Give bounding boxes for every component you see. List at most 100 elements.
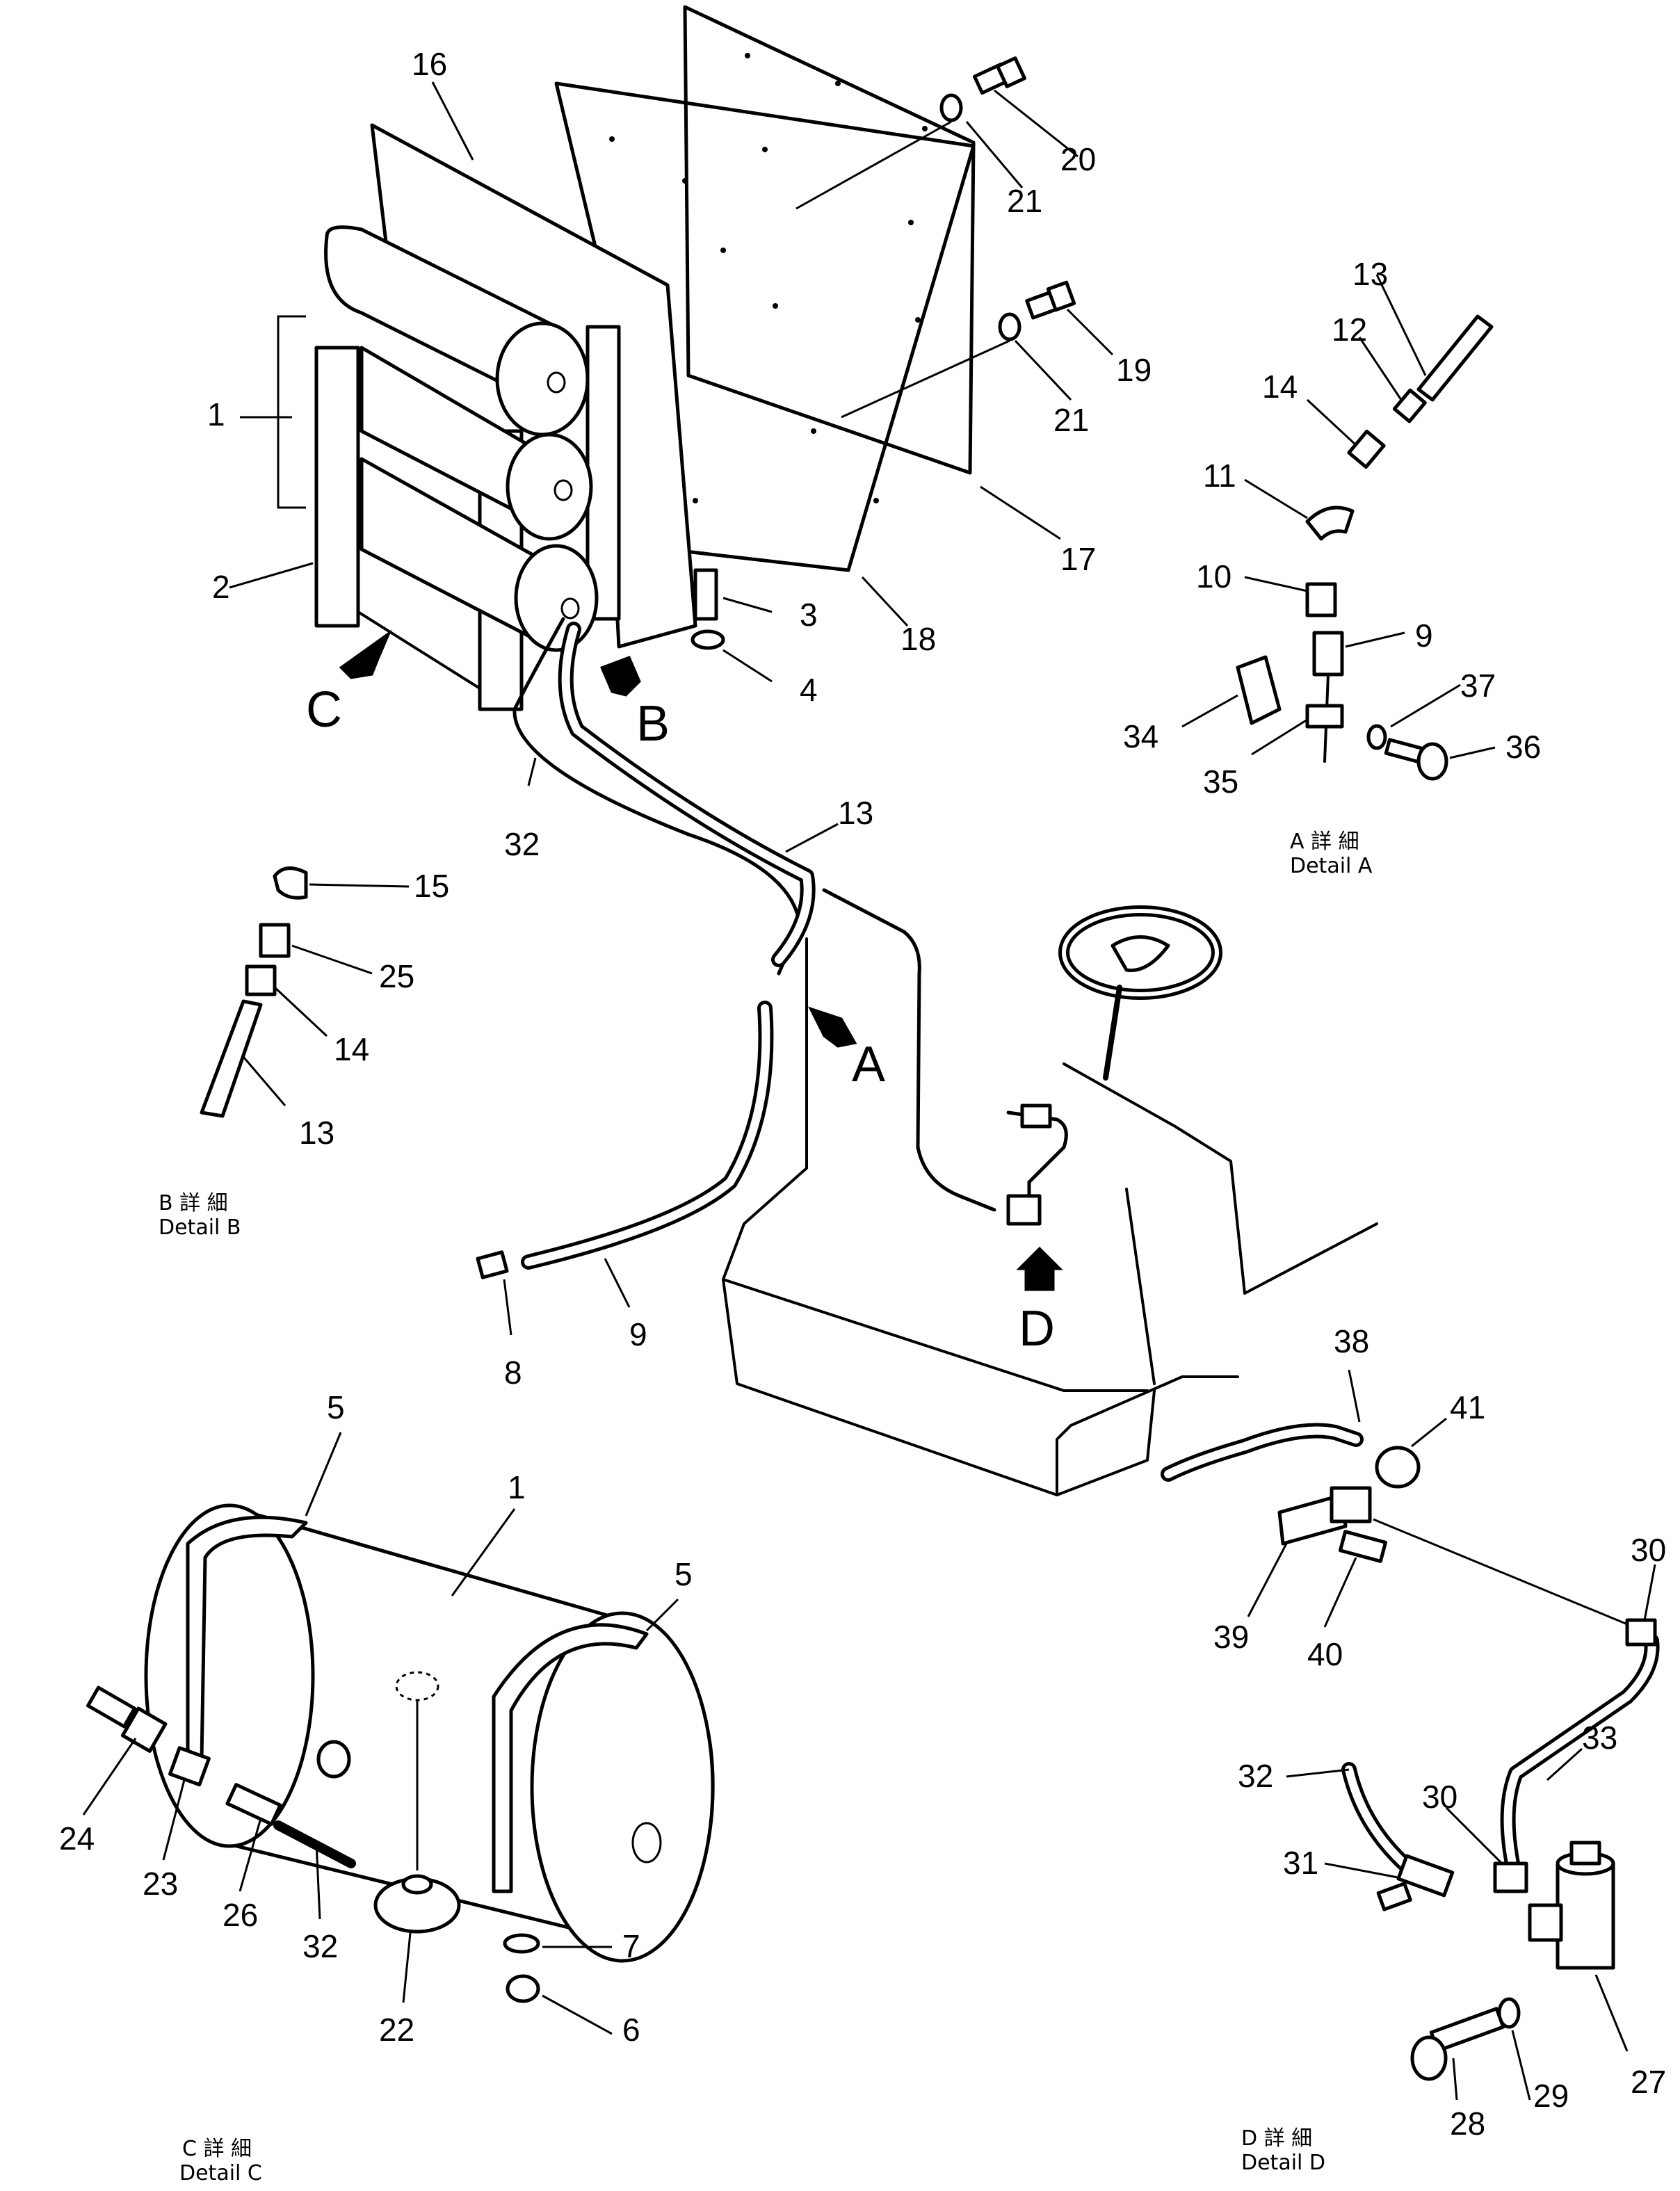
detail-b-parts	[200, 866, 308, 1118]
nut-6	[506, 1974, 540, 2003]
callout-d-28: 28	[1450, 2105, 1485, 2142]
elbow-15	[273, 866, 308, 900]
callout-20: 20	[1060, 141, 1096, 177]
bracket-34	[1236, 655, 1282, 725]
callout-d-39: 39	[1213, 1619, 1249, 1655]
fitting-25	[259, 923, 291, 958]
washer-21-mid	[998, 312, 1021, 341]
callouts-main: 16 20 21 19 21 1 2 3 4 18 17 32 13 9 8	[207, 46, 1152, 1391]
view-arrow-c	[339, 629, 392, 679]
caption-detail-d: D 詳 細 Detail D	[1241, 2126, 1325, 2175]
elbow-30-low	[1493, 1861, 1528, 1893]
washer-37	[1366, 724, 1387, 750]
cab-floor	[722, 937, 1378, 1496]
callout-9: 9	[629, 1316, 647, 1352]
callout-a-14: 14	[1262, 369, 1298, 405]
caption-detail-a: A 詳 細 Detail A	[1290, 830, 1373, 878]
svg-text:C 詳 細: C 詳 細	[182, 2137, 252, 2161]
bolt-3	[693, 568, 718, 621]
callout-a-35: 35	[1203, 763, 1238, 800]
tee-31	[1376, 1854, 1455, 1911]
hose-32	[512, 617, 802, 976]
callout-a-11: 11	[1203, 458, 1236, 494]
callout-c-1: 1	[508, 1469, 526, 1505]
callout-21: 21	[1007, 183, 1042, 219]
bolt-20	[972, 56, 1026, 95]
callout-b-14: 14	[334, 1031, 369, 1067]
bracket-39	[1277, 1486, 1372, 1546]
callout-c-5b: 5	[675, 1556, 693, 1592]
adapter-10	[1305, 582, 1337, 617]
view-arrow-b	[600, 656, 641, 697]
bolt-40	[1338, 1530, 1388, 1563]
bolt-19	[1025, 280, 1076, 320]
svg-text:D 詳 細: D 詳 細	[1241, 2126, 1312, 2151]
callout-d-33: 33	[1582, 1720, 1617, 1756]
fitting-14-a	[1347, 429, 1386, 469]
view-letter-c: C	[306, 682, 342, 738]
callouts-detail-d: 38 41 39 40 30 30 33 32 31 27 28 29	[1213, 1323, 1666, 2142]
callout-c-5a: 5	[327, 1389, 345, 1425]
nut-41	[1375, 1446, 1421, 1489]
cover-plate-17	[683, 5, 976, 475]
callout-8: 8	[504, 1355, 522, 1391]
band-5-left	[186, 1515, 308, 1761]
view-letter-d: D	[1019, 1301, 1055, 1357]
callout-c-32: 32	[302, 1928, 338, 1964]
callout-a-34: 34	[1123, 718, 1158, 754]
callout-a-37: 37	[1460, 668, 1496, 704]
callouts-detail-a: 13 12 14 11 10 9 37 34 35 36	[1123, 256, 1541, 800]
callout-d-27: 27	[1631, 2064, 1666, 2100]
callout-d-32: 32	[1238, 1758, 1273, 1794]
leader-lines	[82, 81, 1656, 2101]
fitting-9-a	[1312, 631, 1344, 677]
drain-valve-22	[373, 1671, 461, 1934]
air-tanks-1	[324, 225, 599, 652]
fitting-26	[225, 1783, 356, 1868]
tube-13-a	[1416, 314, 1494, 402]
callout-a-10: 10	[1196, 558, 1231, 595]
callout-b-15: 15	[414, 868, 449, 904]
nut-12	[1392, 388, 1427, 423]
callout-d-41: 41	[1450, 1389, 1485, 1425]
view-arrow-d	[1016, 1246, 1063, 1291]
callout-18: 18	[900, 621, 936, 657]
callout-a-36: 36	[1505, 729, 1541, 765]
tube-to-valve	[822, 888, 996, 1212]
caption-detail-c: C 詳 細 Detail C	[179, 2137, 262, 2185]
washer-7	[503, 1933, 540, 1954]
callout-19: 19	[1116, 352, 1152, 388]
detail-a-parts	[1236, 314, 1494, 781]
fitting-14-b	[245, 964, 277, 996]
callout-21b: 21	[1053, 402, 1089, 438]
callout-d-30a: 30	[1631, 1532, 1666, 1568]
callout-a-13: 13	[1352, 256, 1388, 292]
elbow-30-top	[1625, 1618, 1657, 1647]
callout-a-9: 9	[1415, 617, 1433, 654]
band-5-right	[492, 1623, 649, 1893]
callout-17: 17	[1060, 541, 1096, 577]
view-arrow-a	[808, 1006, 857, 1048]
view-letter-b: B	[636, 696, 670, 752]
view-letter-a: A	[852, 1037, 885, 1092]
svg-text:B 詳 細: B 詳 細	[159, 1191, 228, 1215]
callout-16: 16	[412, 46, 447, 82]
detail-d-parts	[1161, 1423, 1660, 2081]
callout-c-22: 22	[379, 2012, 414, 2048]
steering-wheel	[1058, 905, 1222, 1081]
callout-2: 2	[212, 569, 230, 605]
air-tank-1-detail	[144, 1503, 715, 1963]
callout-1: 1	[207, 396, 225, 432]
washer-4	[690, 629, 725, 650]
callout-4: 4	[800, 672, 818, 708]
callouts-detail-b: 15 25 14 13	[299, 868, 449, 1151]
callout-32: 32	[504, 826, 540, 862]
valve-d	[1006, 1103, 1068, 1226]
detail-c-parts	[86, 1503, 715, 2003]
valve-27	[1528, 1841, 1615, 1970]
callout-d-30b: 30	[1422, 1779, 1457, 1815]
main-assembly	[314, 5, 1378, 1496]
clamp-35	[1305, 704, 1344, 729]
washer-21-top	[939, 93, 963, 122]
